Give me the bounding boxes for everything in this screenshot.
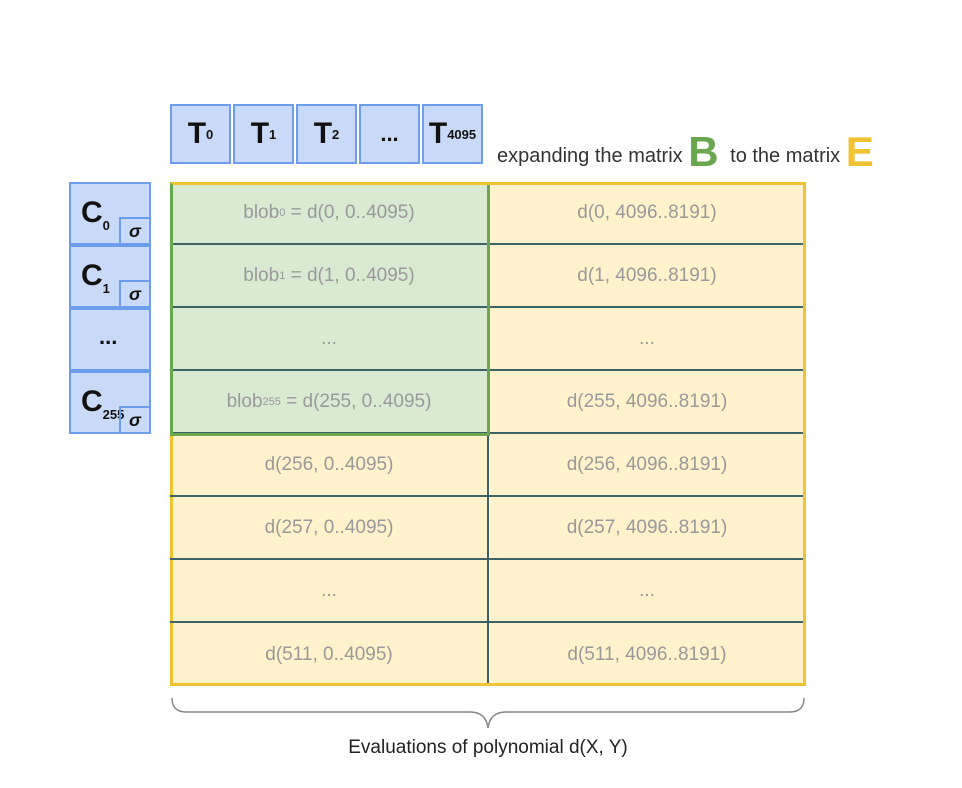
matrix-cell-left: d(257, 0..4095)	[170, 497, 488, 560]
footer-label: Evaluations of polynomial d(X, Y)	[348, 737, 628, 758]
cell-subscript: 1	[279, 269, 286, 282]
t-subscript: 0	[206, 126, 214, 142]
cell-text: blob	[243, 264, 280, 286]
c-letter: C	[81, 385, 103, 418]
c-label: C1	[81, 259, 110, 296]
matrix-cell-left: ...	[170, 560, 488, 623]
c-subscript: 0	[102, 218, 110, 233]
sigma-proof-box: σ	[119, 217, 151, 245]
cell-text: d(256, 4096..8191)	[566, 453, 728, 475]
sigma-proof-box: σ	[119, 280, 151, 308]
matrix-cell-right: d(255, 4096..8191)	[488, 371, 806, 434]
cell-text-rest: = d(255, 0..4095)	[280, 390, 432, 412]
t-label: T	[313, 117, 333, 150]
matrix-b-border	[170, 182, 490, 436]
cell-text: ...	[639, 579, 655, 601]
matrix-cell-left: d(256, 0..4095)	[170, 434, 488, 497]
matrix-cell-left: ...	[170, 308, 488, 371]
cell-text: d(256, 0..4095)	[264, 453, 394, 475]
cell-text: d(257, 4096..8191)	[566, 516, 728, 538]
cell-text: d(1, 4096..8191)	[577, 264, 717, 286]
matrix-cell-right: d(511, 4096..8191)	[488, 623, 806, 686]
t-label: T	[187, 117, 207, 150]
c-label: C255	[81, 385, 124, 422]
t-label: T	[250, 117, 270, 150]
caption: expanding the matrix B to the matrix E	[497, 128, 874, 176]
cell-subscript: 255	[262, 395, 281, 408]
cell-text-rest: = d(1, 0..4095)	[285, 264, 415, 286]
matrix-cell-right: d(257, 4096..8191)	[488, 497, 806, 560]
cell-subscript: 0	[279, 206, 286, 219]
caption-text-2: to the matrix	[730, 145, 841, 167]
cell-text: d(511, 0..4095)	[265, 643, 393, 665]
brace-icon	[171, 697, 805, 729]
matrix-b-label: B	[688, 128, 719, 175]
t-subscript: 4095	[447, 126, 477, 142]
t-vector-box: ...	[359, 104, 420, 164]
t-subscript: 1	[269, 126, 277, 142]
t-subscript: 2	[332, 126, 340, 142]
column-divider	[487, 434, 489, 684]
cell-text: d(0, 4096..8191)	[577, 201, 717, 223]
cell-text: blob	[226, 390, 263, 412]
c-subscript: 255	[102, 407, 125, 422]
cell-text: blob	[243, 201, 280, 223]
matrix-e-label: E	[845, 128, 874, 175]
matrix-cell-right: d(256, 4096..8191)	[488, 434, 806, 497]
matrix-cell-right: ...	[488, 308, 806, 371]
cell-text: ...	[639, 327, 655, 349]
c-subscript: 1	[102, 281, 110, 296]
cell-text: ...	[321, 579, 337, 601]
matrix-cell-right: ...	[488, 560, 806, 623]
matrix-cell-right: d(0, 4096..8191)	[488, 182, 806, 245]
cell-text: d(511, 4096..8191)	[567, 643, 727, 665]
matrix-b	[170, 182, 488, 434]
cell-text: ...	[321, 327, 337, 349]
matrix-cell-left: d(511, 0..4095)	[170, 623, 488, 686]
t-label: T	[428, 117, 448, 150]
c-vector-box: ...	[69, 308, 151, 371]
c-letter: C	[81, 196, 103, 229]
c-label: ...	[99, 324, 118, 349]
c-letter: C	[81, 259, 103, 292]
t-label: ...	[380, 121, 399, 146]
c-label: C0	[81, 196, 110, 233]
cell-text: d(257, 0..4095)	[264, 516, 394, 538]
sigma-proof-box: σ	[119, 406, 151, 434]
matrix-cell-right: d(1, 4096..8191)	[488, 245, 806, 308]
cell-text-rest: = d(0, 0..4095)	[285, 201, 415, 223]
caption-text-1: expanding the matrix	[497, 145, 683, 167]
cell-text: d(255, 4096..8191)	[566, 390, 728, 412]
